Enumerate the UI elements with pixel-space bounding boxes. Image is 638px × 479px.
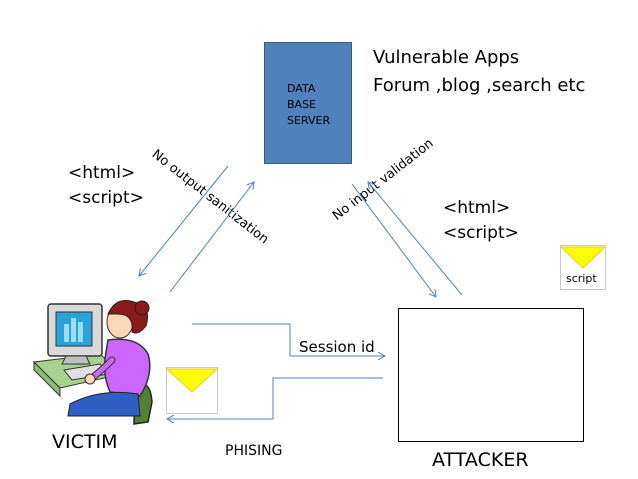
vulnerable-apps-heading: Vulnerable Apps Forum ,blog ,search etc [373, 47, 586, 96]
envelope-icon [167, 368, 217, 393]
victim-payload-label: <html> <script> [68, 163, 144, 208]
phishing-arrow [167, 377, 383, 419]
victim-computer-user-icon [32, 300, 153, 425]
victim-label: VICTIM [52, 431, 118, 453]
db-to-victim-arrow [139, 165, 229, 276]
phishing-label: PHISING [225, 443, 283, 459]
database-server-label: DATA BASE SERVER [287, 82, 331, 127]
attacker-to-db-arrow [368, 182, 463, 296]
database-server-box [264, 42, 352, 164]
script-envelope-label: script [566, 272, 597, 285]
phishing-envelope [166, 367, 218, 414]
attacker-box [398, 308, 584, 442]
envelope-icon [561, 246, 605, 269]
session-id-arrow [192, 323, 385, 356]
session-id-label: Session id [299, 338, 375, 356]
attacker-label: ATTACKER [432, 449, 529, 471]
attacker-payload-label: <html> <script> [443, 198, 519, 243]
victim-to-db-arrow [169, 182, 254, 293]
script-envelope [560, 245, 606, 290]
db-to-attacker-arrow [351, 183, 436, 297]
